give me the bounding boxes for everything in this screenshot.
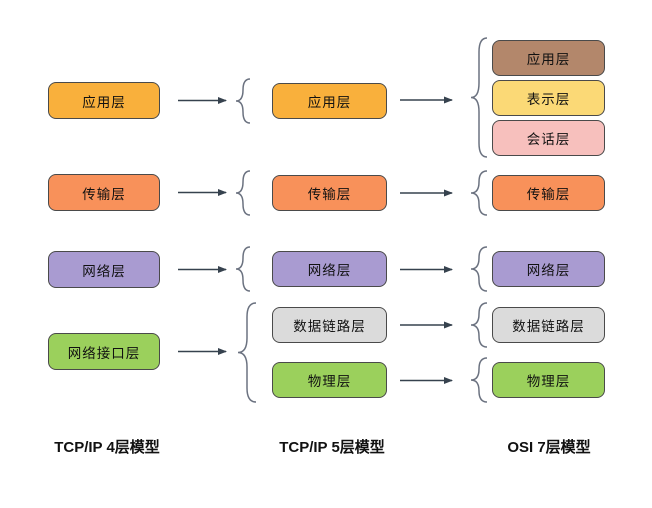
node-osi-session: 会话层	[492, 120, 605, 156]
node-tcpip4-transport: 传输层	[48, 174, 160, 211]
brace-t5-application	[235, 78, 251, 124]
node-osi-application: 应用层	[492, 40, 605, 76]
node-osi-network: 网络层	[492, 251, 605, 287]
brace-t5-datalink-physical	[237, 302, 257, 403]
caption-osi7: OSI 7层模型	[507, 439, 591, 456]
brace-osi-transport	[470, 170, 488, 216]
node-osi-datalink: 数据链路层	[492, 307, 605, 343]
brace-osi-top3	[470, 37, 488, 158]
node-tcpip4-network-interface: 网络接口层	[48, 333, 160, 370]
node-tcpip5-application: 应用层	[272, 83, 387, 119]
node-osi-physical: 物理层	[492, 362, 605, 398]
node-tcpip5-datalink: 数据链路层	[272, 307, 387, 343]
brace-osi-physical	[470, 357, 488, 403]
caption-tcpip5: TCP/IP 5层模型	[279, 439, 385, 456]
brace-t5-network	[235, 246, 251, 292]
node-tcpip4-network: 网络层	[48, 251, 160, 288]
brace-osi-datalink	[470, 302, 488, 348]
node-tcpip5-transport: 传输层	[272, 175, 387, 211]
node-tcpip5-network: 网络层	[272, 251, 387, 287]
node-tcpip5-physical: 物理层	[272, 362, 387, 398]
brace-t5-transport	[235, 170, 251, 216]
node-tcpip4-application: 应用层	[48, 82, 160, 119]
node-osi-presentation: 表示层	[492, 80, 605, 116]
node-osi-transport: 传输层	[492, 175, 605, 211]
caption-tcpip4: TCP/IP 4层模型	[54, 439, 160, 456]
brace-osi-network	[470, 246, 488, 292]
